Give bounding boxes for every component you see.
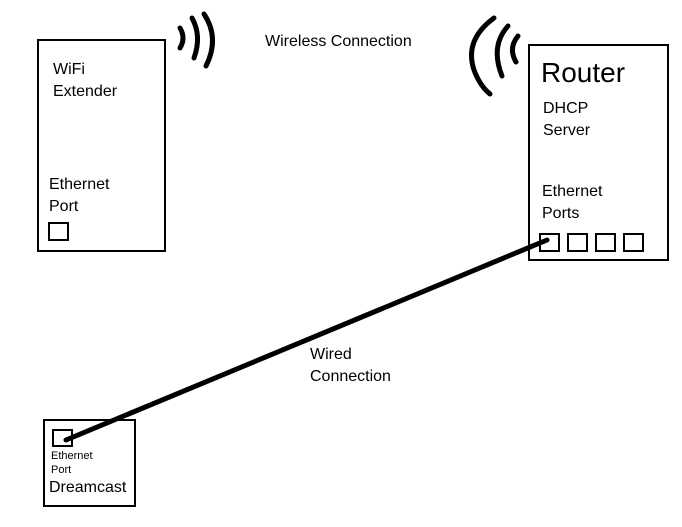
wireless-connection-label: Wireless Connection [265, 33, 412, 50]
router-ethernet-port-4 [623, 233, 644, 252]
wifi-extender-title: WiFi Extender [53, 61, 118, 100]
router-ports-label: Ethernet Ports [542, 183, 603, 222]
router-title: Router [541, 57, 626, 88]
router-box: Router DHCP Server Ethernet Ports [528, 44, 669, 261]
router-ethernet-port-3 [595, 233, 616, 252]
wifi-extender-box: WiFi Extender Ethernet Port [37, 39, 166, 252]
wired-connection-label: Wired Connection [310, 346, 391, 385]
router-ethernet-port-2 [567, 233, 588, 252]
dreamcast-title: Dreamcast [49, 479, 127, 496]
wifi-waves-icon [177, 11, 215, 69]
dreamcast-box: Ethernet Port Dreamcast [43, 419, 136, 507]
wifi-extender-ethernet-port [48, 222, 69, 241]
wifi-extender-port-label: Ethernet Port [49, 176, 110, 215]
wifi-waves-icon [469, 15, 521, 97]
router-subtitle: DHCP Server [543, 100, 591, 139]
dreamcast-port-label: Ethernet Port [51, 450, 93, 477]
wired-connection-line [63, 237, 550, 443]
